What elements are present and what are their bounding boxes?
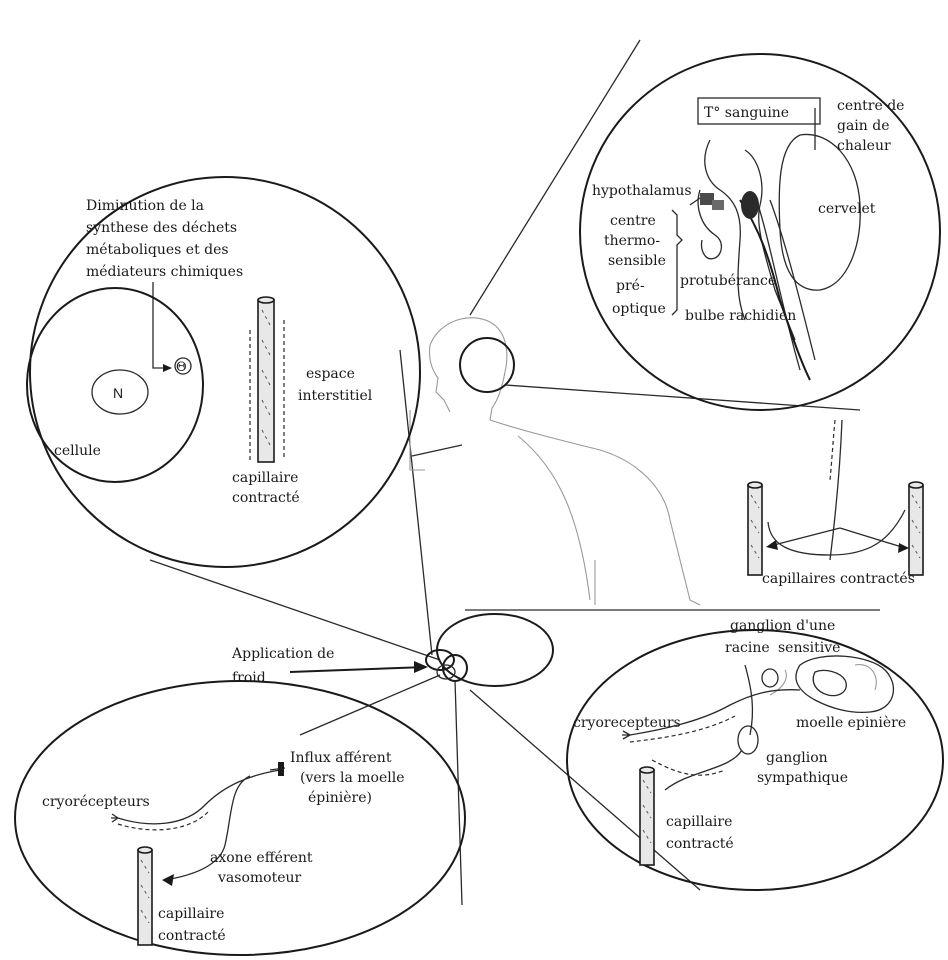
cold-application-label: Application de froid bbox=[231, 646, 428, 686]
sympa-label-1: ganglion bbox=[766, 750, 828, 766]
cell-text-4: médiateurs chimiques bbox=[86, 264, 243, 280]
espace-label-2: interstitiel bbox=[298, 388, 373, 404]
reflex-zoom-right: ganglion d'une racine sensitive moelle e… bbox=[567, 618, 943, 890]
centre-label-4: pré- bbox=[616, 278, 645, 294]
centre-label-5: optique bbox=[612, 301, 666, 317]
right-capillaire-2: contracté bbox=[666, 836, 734, 852]
centre-label-1: centre bbox=[610, 213, 656, 229]
hypothalamus-label: hypothalamus bbox=[592, 183, 692, 199]
ganglion-label-2: racine bbox=[725, 640, 770, 656]
cell-zoom: Diminution de la synthese des déchets mé… bbox=[27, 177, 420, 567]
protuberance-label: protubérance bbox=[680, 273, 776, 289]
cell-text-2: synthese des déchets bbox=[86, 220, 237, 236]
influx-label-3: épinière) bbox=[308, 790, 372, 806]
cold-application-site bbox=[426, 614, 553, 686]
left-cryo-label: cryorécepteurs bbox=[42, 794, 150, 810]
left-capillaire-2: contracté bbox=[158, 928, 226, 944]
bulbe-label: bulbe rachidien bbox=[685, 308, 796, 324]
ganglion-label-1: ganglion d'une bbox=[730, 618, 835, 634]
reflex-zoom-left: cryorécepteurs Influx afférent (vers la … bbox=[15, 681, 465, 955]
nucleus-label: N bbox=[113, 385, 123, 401]
cell-text-1: Diminution de la bbox=[86, 198, 204, 214]
cell-capillaire-2: contracté bbox=[232, 490, 300, 506]
centre-label-2: thermo- bbox=[604, 233, 660, 249]
influx-label-2: (vers la moelle bbox=[300, 770, 405, 786]
minus-symbol: Θ bbox=[176, 360, 187, 375]
right-capillaire-1: capillaire bbox=[666, 814, 732, 830]
axone-label-1: axone efférent bbox=[210, 850, 313, 866]
centre-gain-label-3: chaleur bbox=[837, 138, 891, 154]
spinal-nerve-path bbox=[830, 420, 842, 560]
influx-label-1: Influx afférent bbox=[290, 750, 392, 766]
espace-label-1: espace bbox=[306, 366, 355, 382]
cervelet-label: cervelet bbox=[818, 201, 876, 217]
centre-label-3: sensible bbox=[608, 253, 666, 269]
axone-label-2: vasomoteur bbox=[217, 870, 302, 886]
body-capillaries: capillaires contractés bbox=[748, 482, 923, 587]
application-label-2: froid bbox=[232, 670, 266, 686]
sympa-label-2: sympathique bbox=[757, 770, 848, 786]
cell-text-3: métaboliques et des bbox=[86, 242, 229, 258]
brain-zoom: T° sanguine centre de gain de chaleur hy… bbox=[580, 54, 940, 410]
human-silhouette bbox=[410, 318, 700, 605]
cell-capillaire-1: capillaire bbox=[232, 470, 298, 486]
blood-temp-label: T° sanguine bbox=[704, 105, 789, 121]
centre-gain-label-2: gain de bbox=[837, 118, 890, 134]
centre-gain-label-1: centre de bbox=[837, 98, 904, 114]
capillaires-label: capillaires contractés bbox=[762, 571, 915, 587]
left-capillaire-1: capillaire bbox=[158, 906, 224, 922]
application-label-1: Application de bbox=[231, 646, 334, 662]
ganglion-label-3: sensitive bbox=[778, 640, 840, 656]
cellule-label: cellule bbox=[54, 443, 101, 459]
moelle-label: moelle epinière bbox=[796, 715, 906, 731]
